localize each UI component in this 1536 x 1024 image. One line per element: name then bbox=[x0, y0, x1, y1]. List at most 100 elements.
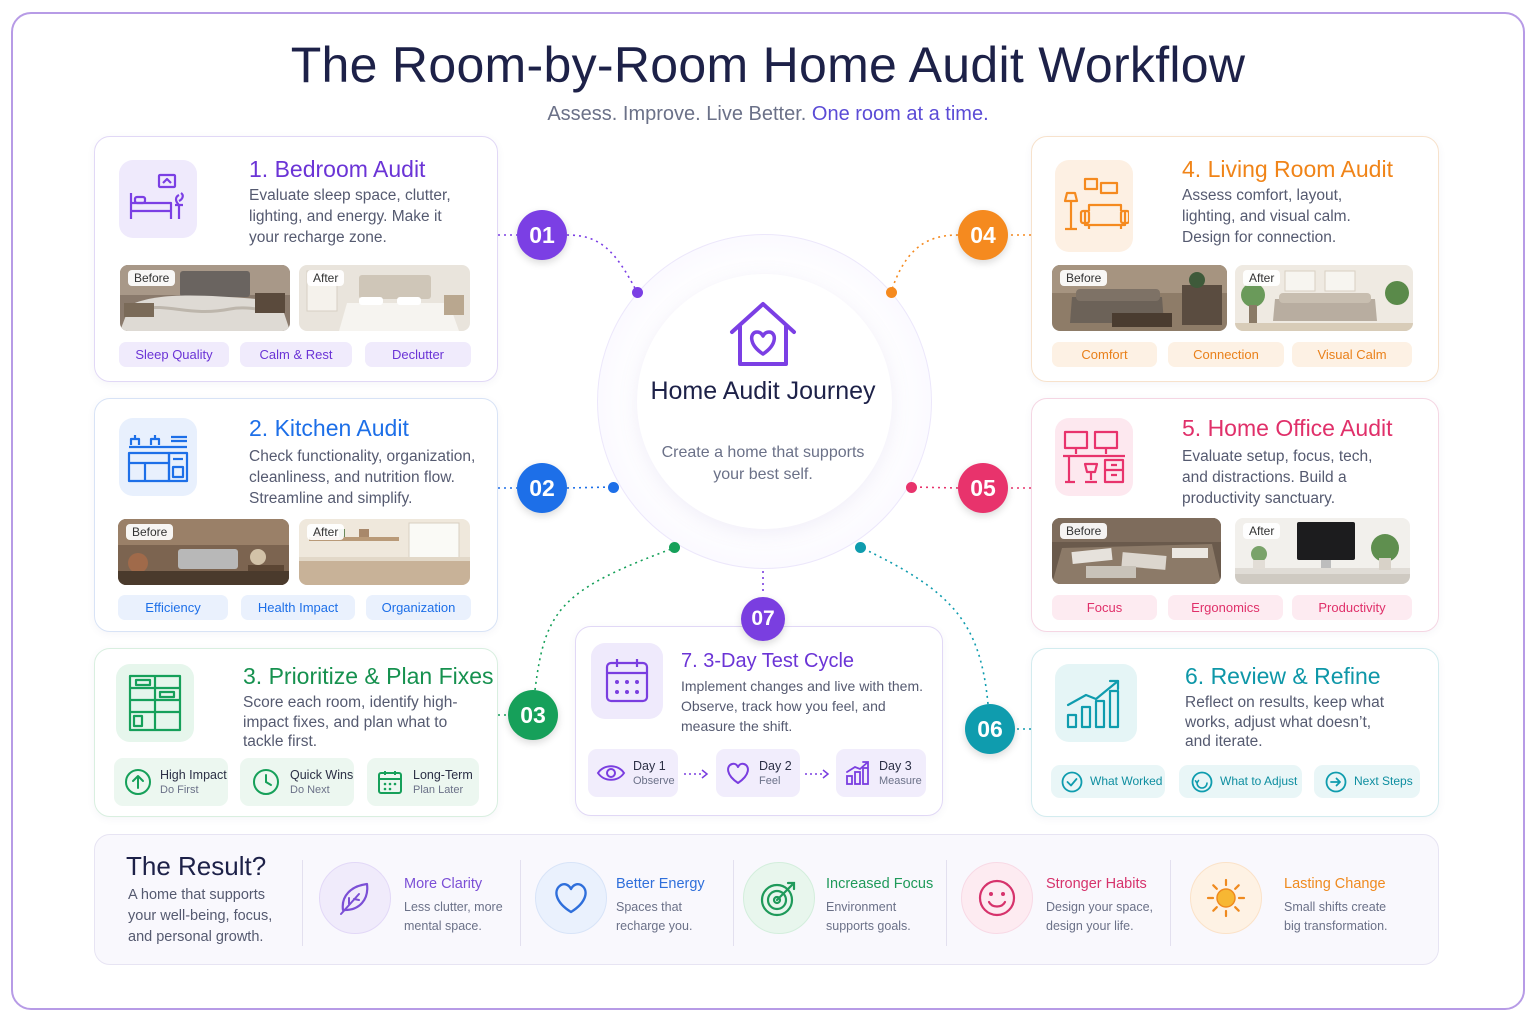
living-room-before-label: Before bbox=[1060, 270, 1108, 286]
home-office-before-photo: Before bbox=[1052, 518, 1221, 584]
priority-high-impact-sub: Do First bbox=[160, 783, 199, 796]
review-next-steps-label: Next Steps bbox=[1354, 774, 1413, 788]
kitchen-chip-efficiency: Efficiency bbox=[118, 595, 228, 620]
result-divider bbox=[1170, 860, 1171, 946]
review-next-steps: Next Steps bbox=[1314, 765, 1420, 798]
calendar-icon bbox=[378, 771, 402, 794]
result-clarity-circle bbox=[319, 862, 391, 934]
heart-icon bbox=[727, 762, 749, 784]
priority-long-term-sub: Plan Later bbox=[413, 783, 464, 796]
bedroom-after-photo: After bbox=[299, 265, 470, 331]
day-3-title: Day 3 bbox=[879, 758, 912, 773]
result-divider bbox=[520, 860, 521, 946]
result-habits-desc: Design your space, design your life. bbox=[1046, 900, 1154, 933]
journey-description: Create a home that supports your best se… bbox=[661, 444, 865, 483]
step-badge-02: 02 bbox=[517, 463, 567, 513]
day-1-observe: Day 1 Observe bbox=[588, 749, 678, 797]
check-circle-icon bbox=[1061, 771, 1083, 792]
day-2-feel: Day 2 Feel bbox=[716, 749, 800, 797]
office-chip-ergonomics: Ergonomics bbox=[1168, 595, 1283, 620]
bed-icon bbox=[129, 173, 184, 219]
review-what-worked: What Worked bbox=[1051, 765, 1165, 798]
kitchen-icon bbox=[127, 435, 189, 483]
step-badge-06: 06 bbox=[965, 704, 1015, 754]
result-focus-title: Increased Focus bbox=[826, 876, 934, 892]
bedroom-after-label: After bbox=[307, 270, 345, 286]
kitchen-before-label: Before bbox=[126, 524, 174, 540]
journey-title: Home Audit Journey bbox=[650, 377, 876, 405]
home-office-before-label: Before bbox=[1060, 523, 1108, 539]
office-chip-productivity: Productivity bbox=[1292, 595, 1412, 620]
result-focus-circle bbox=[743, 862, 815, 934]
page-subtitle: Assess. Improve. Live Better. One room a… bbox=[0, 103, 1536, 126]
review-refine-title: 6. Review & Refine bbox=[1185, 663, 1381, 689]
result-change-title: Lasting Change bbox=[1284, 876, 1386, 892]
result-divider bbox=[733, 860, 734, 946]
living-chip-comfort: Comfort bbox=[1052, 342, 1157, 367]
living-room-after-photo: After bbox=[1235, 265, 1413, 331]
living-room-before-photo: Before bbox=[1052, 265, 1227, 331]
priority-quick-wins: Quick Wins Do Next bbox=[240, 758, 354, 806]
home-office-audit-description: Evaluate setup, focus, tech, and distrac… bbox=[1182, 448, 1373, 507]
subtitle-part-b: One room at a time. bbox=[811, 103, 989, 125]
home-office-after-label: After bbox=[1243, 523, 1281, 539]
arrow-right-circle-icon bbox=[1325, 771, 1347, 792]
heart-icon bbox=[555, 883, 587, 914]
day-1-title: Day 1 bbox=[633, 758, 666, 773]
ring-dot-06 bbox=[855, 542, 866, 553]
living-chip-visual-calm: Visual Calm bbox=[1292, 342, 1412, 367]
prioritize-icon-tile bbox=[116, 664, 194, 742]
result-energy-circle bbox=[535, 862, 607, 934]
office-chip-focus: Focus bbox=[1052, 595, 1157, 620]
desk-icon bbox=[1063, 430, 1125, 484]
page-title: The Room-by-Room Home Audit Workflow bbox=[290, 37, 1246, 93]
day-3-measure: Day 3 Measure bbox=[836, 749, 926, 797]
bedroom-audit-description: Evaluate sleep space, clutter, lighting,… bbox=[249, 187, 451, 246]
review-what-to-adjust: What to Adjust bbox=[1179, 765, 1302, 798]
review-what-worked-label: What Worked bbox=[1090, 774, 1163, 788]
page-frame bbox=[11, 12, 1525, 1010]
kitchen-after-photo: After bbox=[299, 519, 470, 585]
growth-chart-icon bbox=[1066, 679, 1120, 729]
sun-icon bbox=[1206, 878, 1246, 918]
kitchen-audit-description: Check functionality, organization, clean… bbox=[249, 448, 476, 507]
result-clarity-title: More Clarity bbox=[404, 876, 483, 892]
ring-dot-05 bbox=[906, 482, 917, 493]
result-habits-circle bbox=[961, 862, 1033, 934]
bedroom-before-label: Before bbox=[128, 270, 176, 286]
arrow-up-icon bbox=[125, 769, 151, 795]
ring-dot-04 bbox=[886, 287, 897, 298]
step-badge-07: 07 bbox=[741, 597, 785, 641]
result-energy-title: Better Energy bbox=[616, 876, 705, 892]
ring-dot-02 bbox=[608, 482, 619, 493]
clock-icon bbox=[253, 769, 279, 795]
kitchen-icon-tile bbox=[119, 418, 197, 496]
cabinet-icon bbox=[128, 674, 182, 732]
step-badge-05: 05 bbox=[958, 463, 1008, 513]
kitchen-before-photo: Before bbox=[118, 519, 289, 585]
target-icon bbox=[760, 881, 796, 917]
living-room-icon-tile bbox=[1055, 160, 1133, 252]
home-office-icon-tile bbox=[1055, 418, 1133, 496]
test-cycle-icon-tile bbox=[591, 643, 663, 719]
living-room-audit-title: 4. Living Room Audit bbox=[1182, 156, 1393, 182]
house-heart-icon bbox=[730, 302, 796, 366]
living-chip-connection: Connection bbox=[1168, 342, 1284, 367]
test-cycle-description: Implement changes and live with them. Ob… bbox=[681, 678, 924, 734]
journey-core bbox=[637, 274, 892, 529]
arrow-right-icon bbox=[805, 769, 830, 779]
result-description: A home that supports your well-being, fo… bbox=[128, 887, 273, 945]
leaf-icon bbox=[340, 882, 369, 915]
ring-dot-03 bbox=[669, 542, 680, 553]
result-divider bbox=[302, 860, 303, 946]
priority-high-impact: High Impact Do First bbox=[114, 758, 228, 806]
result-change-desc: Small shifts create big transformation. bbox=[1284, 900, 1388, 933]
home-office-audit-title: 5. Home Office Audit bbox=[1182, 415, 1393, 441]
bedroom-before-photo: Before bbox=[120, 265, 290, 331]
living-room-after-label: After bbox=[1243, 270, 1281, 286]
kitchen-chip-health-impact: Health Impact bbox=[241, 595, 355, 620]
bedroom-chip-declutter: Declutter bbox=[365, 342, 471, 367]
smiley-icon bbox=[978, 879, 1016, 917]
test-cycle-title: 7. 3-Day Test Cycle bbox=[681, 650, 855, 672]
arrow-right-icon bbox=[684, 769, 709, 779]
